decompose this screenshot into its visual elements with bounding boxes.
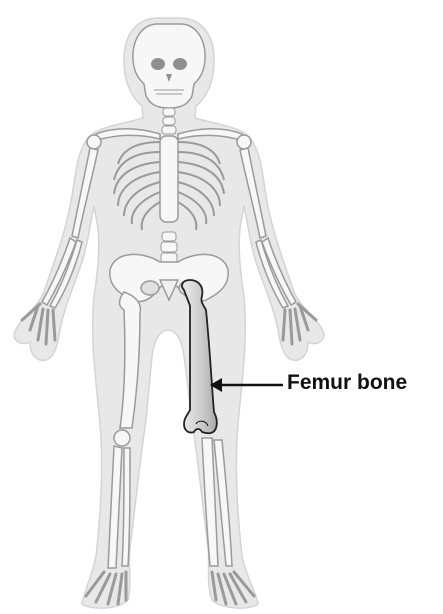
femur-bone-label: Femur bone bbox=[287, 372, 407, 393]
sternum bbox=[160, 136, 178, 222]
callout-arrow bbox=[210, 378, 283, 392]
